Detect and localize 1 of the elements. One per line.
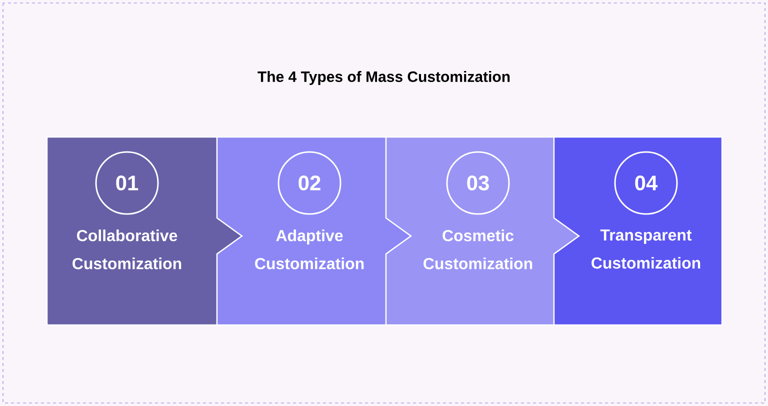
title: The 4 Types of Mass Customization (258, 71, 510, 85)
